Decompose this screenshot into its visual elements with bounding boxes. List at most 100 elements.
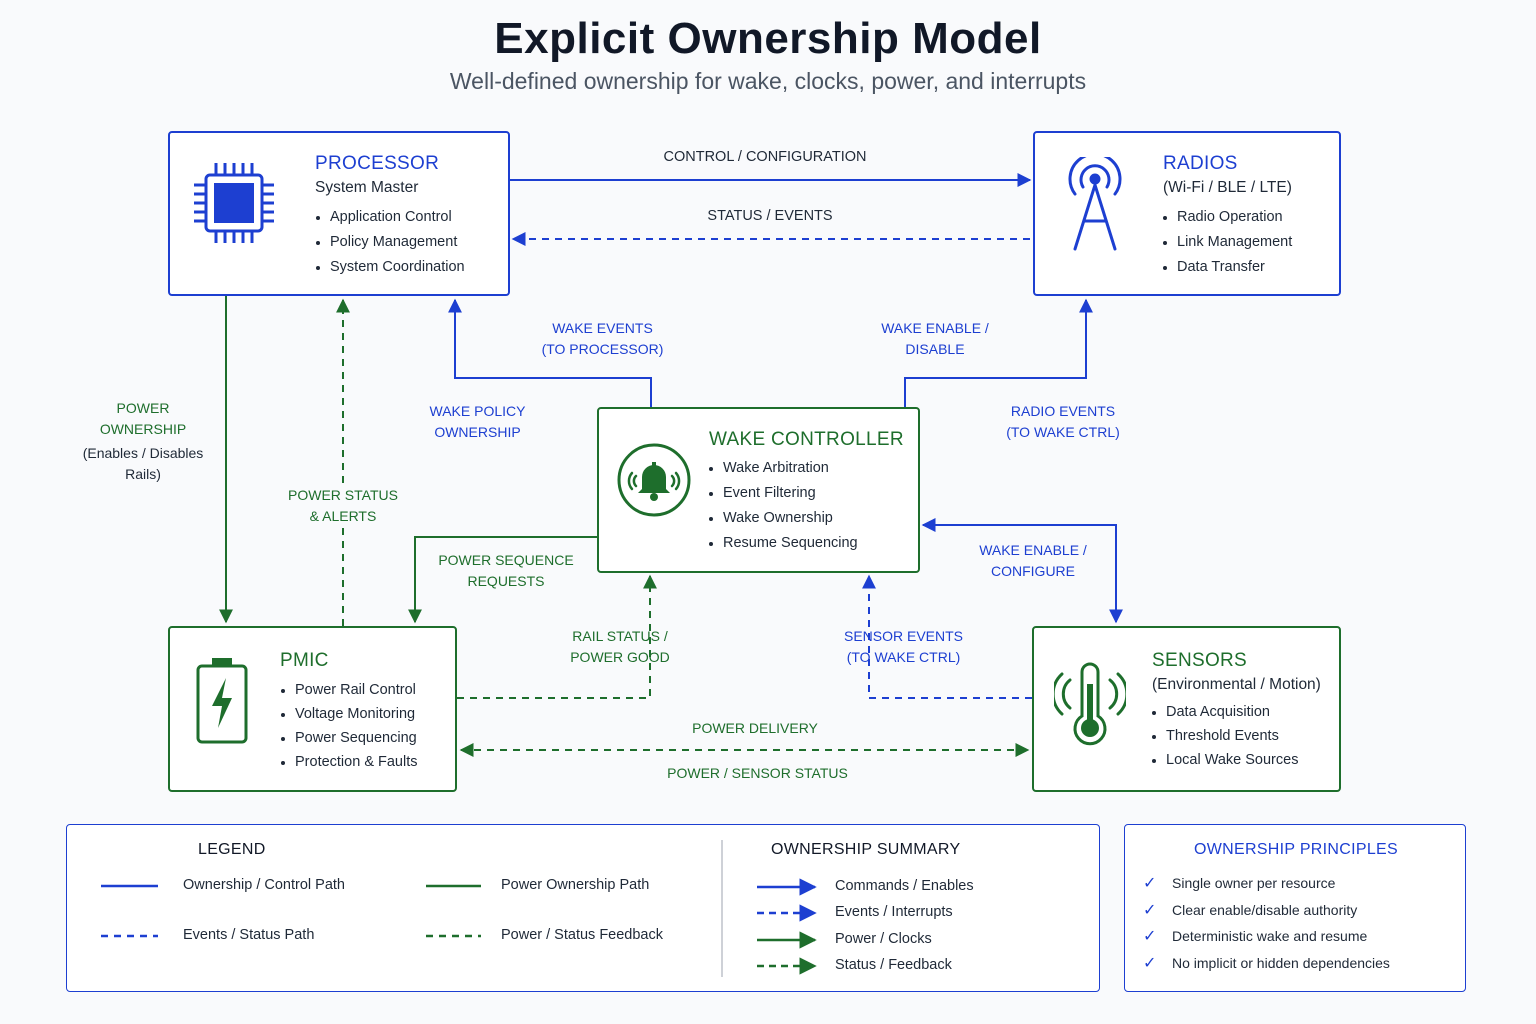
check-icon: ✓ — [1143, 875, 1157, 892]
list-item: Link Management — [1163, 230, 1292, 255]
label-line: (TO WAKE CTRL) — [1006, 424, 1120, 440]
legend-item: Power / Status Feedback — [501, 927, 663, 943]
page-title: Explicit Ownership Model — [494, 14, 1042, 63]
legend-panel: LEGEND Ownership / Control Path Power Ow… — [66, 824, 1100, 992]
wake-controller-list: Wake Arbitration Event Filtering Wake Ow… — [709, 456, 858, 556]
label-status-events: STATUS / EVENTS — [707, 208, 833, 224]
label-line: Rails) — [125, 466, 161, 482]
label-line: WAKE EVENTS — [552, 320, 653, 336]
summary-item: Status / Feedback — [835, 957, 952, 973]
list-item: Data Transfer — [1163, 255, 1292, 280]
label-line: POWER STATUS — [288, 487, 398, 503]
principle-item: No implicit or hidden dependencies — [1172, 955, 1390, 971]
label-wake-enable-disable: WAKE ENABLE / DISABLE — [855, 318, 1015, 360]
principle-item: Clear enable/disable authority — [1172, 902, 1358, 918]
label-sensor-events: SENSOR EVENTS (TO WAKE CTRL) — [826, 626, 981, 668]
list-item: Application Control — [316, 205, 465, 230]
radios-title: RADIOS — [1163, 153, 1238, 174]
radios-list: Radio Operation Link Management Data Tra… — [1163, 205, 1292, 280]
label-line: POWER SEQUENCE — [438, 552, 574, 568]
principles-panel: OWNERSHIP PRINCIPLES ✓ Single owner per … — [1124, 824, 1466, 992]
label-line: WAKE ENABLE / — [979, 542, 1087, 558]
label-line: (TO PROCESSOR) — [541, 341, 664, 357]
list-item: Event Filtering — [709, 481, 858, 506]
sensors-title: SENSORS — [1152, 650, 1248, 671]
list-item: Voltage Monitoring — [281, 702, 418, 726]
label-power-sequence-requests: POWER SEQUENCE REQUESTS — [426, 550, 586, 592]
bell-icon — [617, 443, 691, 517]
antenna-tower-icon — [1068, 157, 1122, 251]
edge-power-sequence — [408, 536, 598, 624]
radios-subtitle: (Wi-Fi / BLE / LTE) — [1163, 179, 1292, 196]
sensors-subtitle: (Environmental / Motion) — [1152, 676, 1321, 693]
processor-title: PROCESSOR — [315, 153, 440, 174]
label-line: OWNERSHIP — [99, 421, 187, 437]
label-power-sensor-status: POWER / SENSOR STATUS — [667, 765, 848, 781]
label-power-status-alerts: POWER STATUS & ALERTS — [268, 485, 418, 527]
label-line: OWNERSHIP — [434, 424, 521, 440]
label-wake-policy: WAKE POLICY OWNERSHIP — [400, 401, 555, 443]
wake-controller-node: WAKE CONTROLLER Wake Arbitration Event F… — [597, 407, 920, 573]
principles-heading: OWNERSHIP PRINCIPLES — [1194, 841, 1398, 858]
cpu-icon — [194, 163, 274, 243]
edge-wake-events — [448, 298, 652, 407]
label-line: DISABLE — [905, 341, 965, 357]
check-icon: ✓ — [1143, 902, 1157, 919]
list-item: Radio Operation — [1163, 205, 1292, 230]
list-item: Threshold Events — [1152, 724, 1298, 748]
processor-list: Application Control Policy Management Sy… — [316, 205, 465, 280]
label-line: WAKE POLICY — [429, 403, 526, 419]
pmic-node: PMIC Power Rail Control Voltage Monitori… — [168, 626, 457, 792]
pmic-list: Power Rail Control Voltage Monitoring Po… — [281, 678, 418, 774]
list-item: Resume Sequencing — [709, 531, 858, 556]
label-line: WAKE ENABLE / — [881, 320, 989, 336]
label-rail-status: RAIL STATUS / POWER GOOD — [545, 626, 695, 668]
legend-item: Ownership / Control Path — [183, 877, 345, 893]
label-line: RADIO EVENTS — [1010, 403, 1116, 419]
legend-swatches — [101, 840, 817, 977]
wake-controller-title: WAKE CONTROLLER — [709, 429, 904, 450]
battery-icon — [196, 658, 248, 744]
edge-wake-enable-configure — [921, 518, 1123, 624]
list-item: Wake Arbitration — [709, 456, 858, 481]
label-radio-events: RADIO EVENTS (TO WAKE CTRL) — [988, 401, 1138, 443]
label-control-config: CONTROL / CONFIGURATION — [663, 149, 867, 165]
principle-item: Single owner per resource — [1172, 875, 1336, 891]
legend-item: Power Ownership Path — [501, 877, 650, 893]
label-line: (TO WAKE CTRL) — [846, 649, 961, 665]
list-item: Power Rail Control — [281, 678, 418, 702]
list-item: Local Wake Sources — [1152, 748, 1298, 772]
label-line: POWER GOOD — [570, 649, 670, 665]
label-line: & ALERTS — [309, 508, 377, 524]
label-power-delivery: POWER DELIVERY — [692, 720, 818, 736]
summary-heading: OWNERSHIP SUMMARY — [771, 841, 961, 858]
processor-subtitle: System Master — [315, 179, 419, 196]
legend-heading: LEGEND — [198, 841, 266, 858]
radios-node: RADIOS (Wi-Fi / BLE / LTE) Radio Operati… — [1033, 131, 1341, 296]
summary-item: Commands / Enables — [835, 878, 974, 894]
list-item: Protection & Faults — [281, 750, 418, 774]
thermometer-icon — [1054, 662, 1126, 746]
processor-node: PROCESSOR System Master Application Cont… — [168, 131, 510, 296]
label-line: SENSOR EVENTS — [843, 628, 964, 644]
list-item: Data Acquisition — [1152, 700, 1298, 724]
label-line: (Enables / Disables — [82, 445, 204, 461]
list-item: System Coordination — [316, 255, 465, 280]
label-line: REQUESTS — [467, 573, 545, 589]
summary-item: Events / Interrupts — [835, 904, 953, 920]
sensors-node: SENSORS (Environmental / Motion) Data Ac… — [1032, 626, 1341, 792]
principle-item: Deterministic wake and resume — [1172, 928, 1368, 944]
page-subtitle: Well-defined ownership for wake, clocks,… — [449, 68, 1087, 94]
check-icon: ✓ — [1143, 955, 1157, 972]
edge-sensor-events — [862, 574, 1032, 699]
label-wake-events: WAKE EVENTS (TO PROCESSOR) — [520, 318, 685, 360]
label-power-ownership: POWER OWNERSHIP (Enables / Disables Rail… — [68, 398, 218, 485]
sensors-list: Data Acquisition Threshold Events Local … — [1152, 700, 1298, 772]
label-line: CONFIGURE — [991, 563, 1075, 579]
check-icon: ✓ — [1143, 928, 1157, 945]
list-item: Policy Management — [316, 230, 465, 255]
label-line: POWER — [116, 400, 170, 416]
summary-item: Power / Clocks — [835, 931, 932, 947]
edge-wake-enable-disable — [904, 298, 1093, 407]
